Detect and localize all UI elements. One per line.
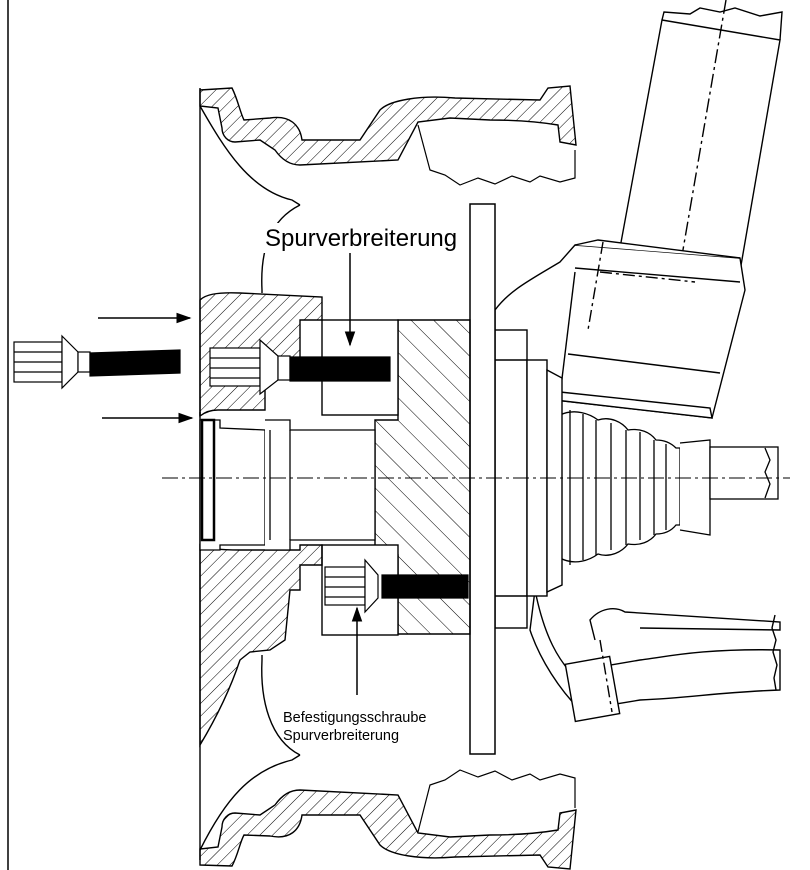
spacer-label-bg <box>262 223 462 253</box>
fastening-bolt-label-line2: Spurverbreiterung <box>283 728 399 744</box>
tie-rod <box>529 589 781 723</box>
wheel-hub <box>494 329 563 629</box>
loose-bolt <box>13 334 181 390</box>
hub-center-bore <box>199 418 376 551</box>
cv-joint-boot <box>539 393 779 579</box>
fastening-bolt-label-line1: Befestigungsschraube <box>283 710 427 726</box>
spacer-label: Spurverbreiterung <box>265 225 457 252</box>
spacer-fastening-bolt <box>324 558 469 614</box>
brake-disc <box>469 203 496 755</box>
wheel-bolt <box>209 338 391 396</box>
